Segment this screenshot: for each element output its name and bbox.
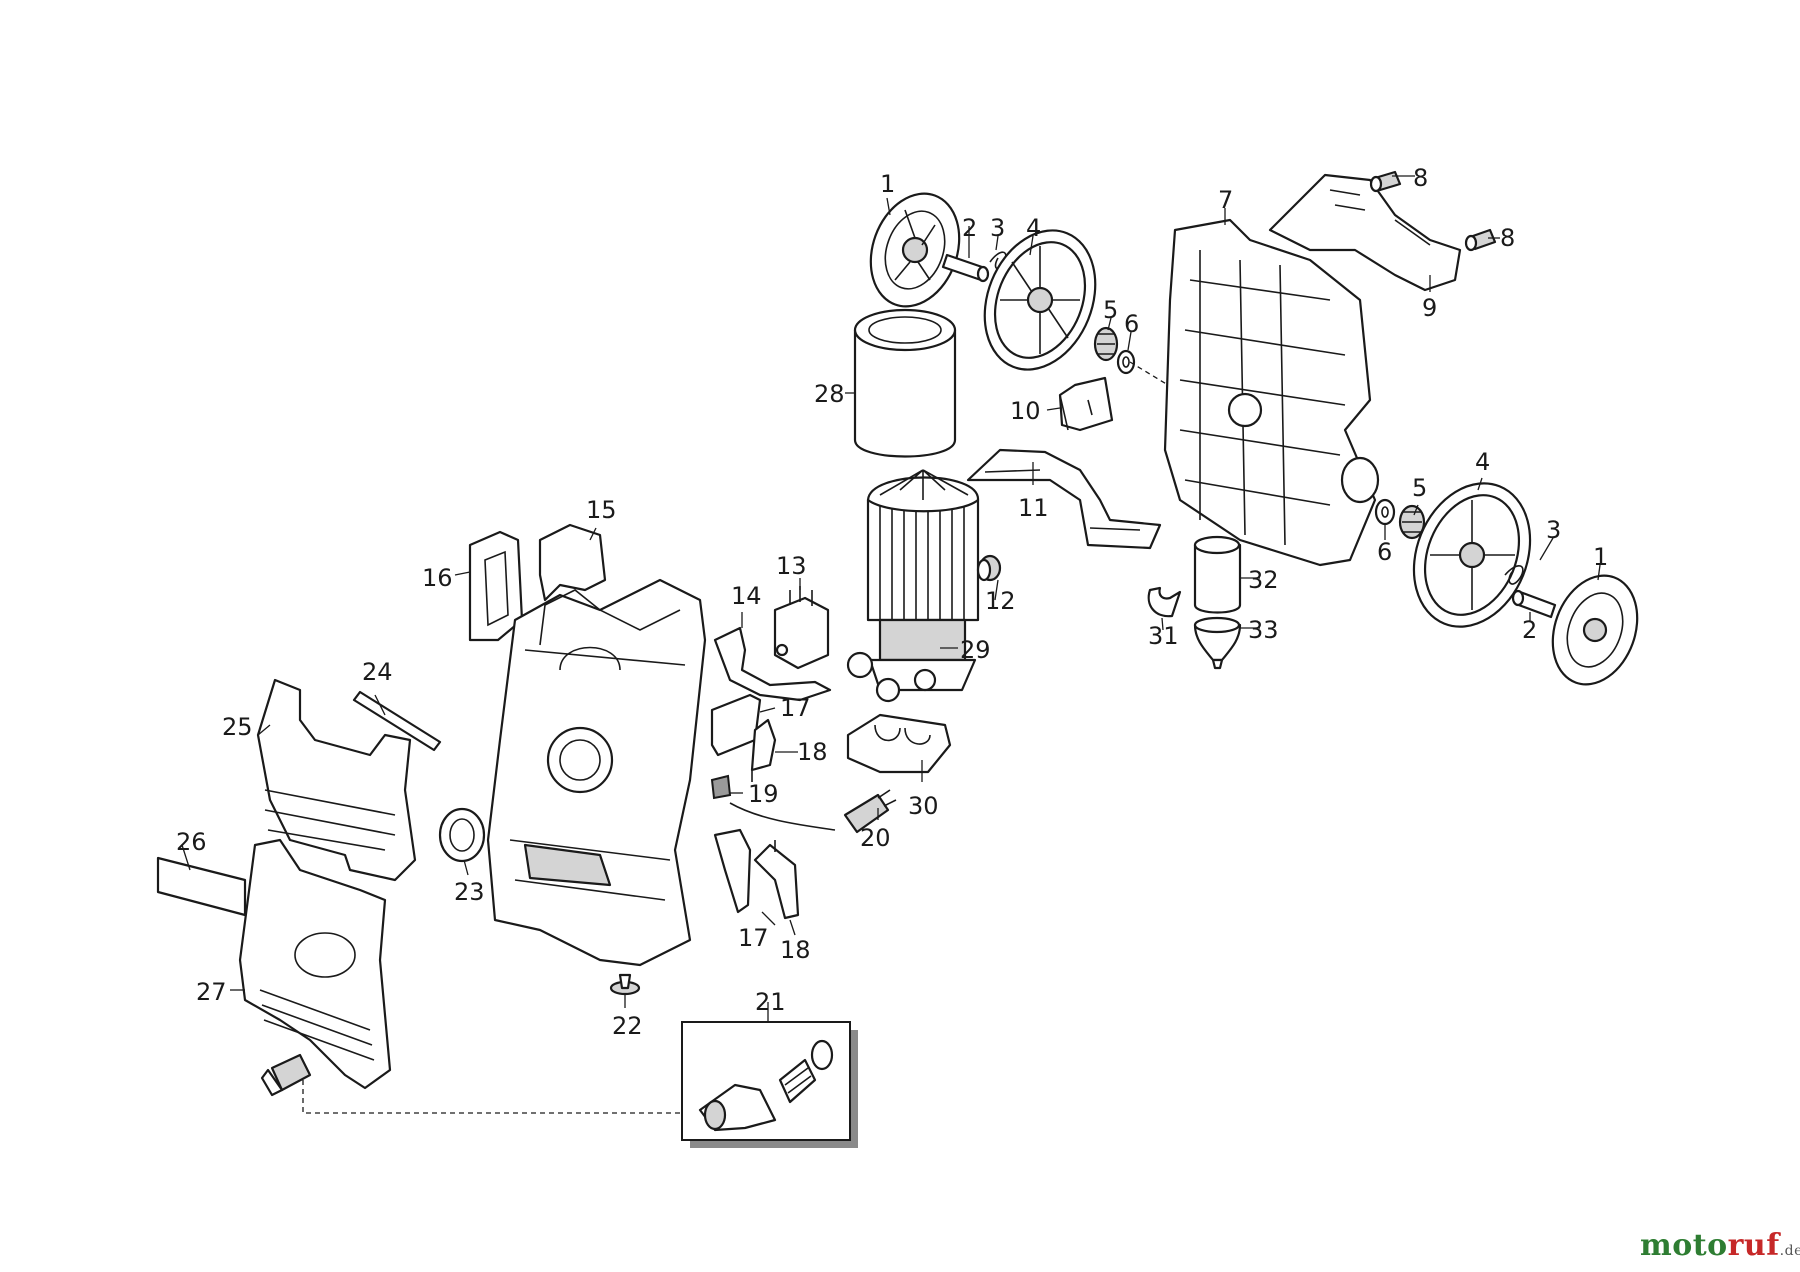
wheel-cap-bottom [1551, 574, 1639, 686]
callout-5-top: 5 [1103, 296, 1118, 324]
callout-labels: 1 2 3 4 5 6 7 8 8 9 10 11 12 13 14 15 16… [176, 164, 1608, 1040]
hose-fitting [260, 1053, 312, 1097]
callout-7: 7 [1218, 186, 1233, 214]
callout-9: 9 [1422, 294, 1437, 322]
callout-4-bottom: 4 [1475, 448, 1490, 476]
brand-part2: ruf [1727, 1228, 1780, 1263]
callout-32: 32 [1248, 566, 1279, 594]
hose-bracket-14 [713, 626, 832, 702]
rod-24 [352, 690, 442, 752]
clip-bottom [1504, 565, 1524, 585]
washer-top [1116, 349, 1136, 375]
wheel-cap-top [869, 192, 961, 308]
label-26 [156, 856, 247, 917]
callout-3-bottom: 3 [1546, 516, 1561, 544]
cap-33 [1193, 616, 1242, 670]
clip-18-lower [753, 840, 800, 920]
container-32 [1193, 535, 1242, 614]
front-frame-25 [256, 678, 417, 882]
foot-22 [609, 973, 641, 996]
callout-2-top: 2 [962, 214, 977, 242]
washer-bottom [1374, 498, 1396, 526]
motor-29 [846, 469, 980, 703]
brand-suffix: .de [1779, 1243, 1800, 1259]
clamp-31 [1147, 586, 1182, 618]
brand-part1: moto [1640, 1228, 1728, 1263]
callout-31: 31 [1148, 622, 1179, 650]
callout-3-top: 3 [990, 214, 1005, 242]
seal-12 [976, 554, 1002, 582]
callout-6-bottom: 6 [1377, 538, 1392, 566]
filter-cylinder [853, 308, 957, 458]
callout-6-top: 6 [1124, 310, 1139, 338]
callout-18-lower: 18 [780, 936, 811, 964]
screw-8-upper [1369, 170, 1402, 193]
bracket-10 [1058, 376, 1114, 432]
callout-28: 28 [814, 380, 845, 408]
callout-16: 16 [422, 564, 453, 592]
wheel-top [983, 229, 1097, 371]
callout-18-upper: 18 [797, 738, 828, 766]
callout-2-bottom: 2 [1522, 616, 1537, 644]
switch-box-13 [773, 586, 830, 670]
callout-27: 27 [196, 978, 227, 1006]
front-panel-27 [238, 838, 392, 1090]
leader-lines [181, 175, 1601, 1022]
callout-5-bottom: 5 [1412, 474, 1427, 502]
callout-17-upper: 17 [780, 694, 811, 722]
knob-23 [438, 807, 486, 863]
inset-box-21 [681, 1021, 858, 1148]
gear-bottom [1398, 504, 1426, 540]
callout-10: 10 [1010, 397, 1041, 425]
pump-holder-30 [846, 713, 952, 774]
callout-25: 25 [222, 713, 253, 741]
brand-logo: motoruf.de [1640, 1228, 1800, 1263]
callout-29: 29 [960, 636, 991, 664]
shield-plate-11 [966, 448, 1162, 550]
main-housing [486, 578, 707, 967]
screw-19 [710, 770, 753, 800]
callout-33: 33 [1248, 616, 1279, 644]
handle-top-15 [538, 523, 607, 602]
clip-17-lower [713, 828, 752, 914]
callout-21: 21 [755, 988, 786, 1016]
callout-22: 22 [612, 1012, 643, 1040]
callout-26: 26 [176, 828, 207, 856]
callout-1-bottom: 1 [1593, 543, 1608, 571]
power-cord-20 [729, 789, 897, 834]
callout-15: 15 [586, 496, 617, 524]
callout-23: 23 [454, 878, 485, 906]
callout-20: 20 [860, 824, 891, 852]
callout-17-lower: 17 [738, 924, 769, 952]
clip-18-upper [750, 718, 777, 772]
handle-9 [1268, 173, 1462, 292]
right-housing-7 [1163, 218, 1380, 567]
callout-30: 30 [908, 792, 939, 820]
callout-13: 13 [776, 552, 807, 580]
gear-top [1093, 326, 1119, 362]
callout-12: 12 [985, 587, 1016, 615]
axle-pin-bottom [1511, 589, 1557, 619]
callout-4-top: 4 [1026, 214, 1041, 242]
wheel-bottom [1412, 482, 1532, 628]
callout-8-lower: 8 [1500, 224, 1515, 252]
callout-14: 14 [731, 582, 762, 610]
callout-11: 11 [1018, 494, 1049, 522]
callout-1-top: 1 [880, 170, 895, 198]
dashed-connector [302, 1080, 682, 1114]
callout-19: 19 [748, 780, 779, 808]
callout-8-upper: 8 [1413, 164, 1428, 192]
axle-pin-top [941, 253, 990, 283]
callout-24: 24 [362, 658, 393, 686]
screw-8-lower [1464, 228, 1497, 252]
